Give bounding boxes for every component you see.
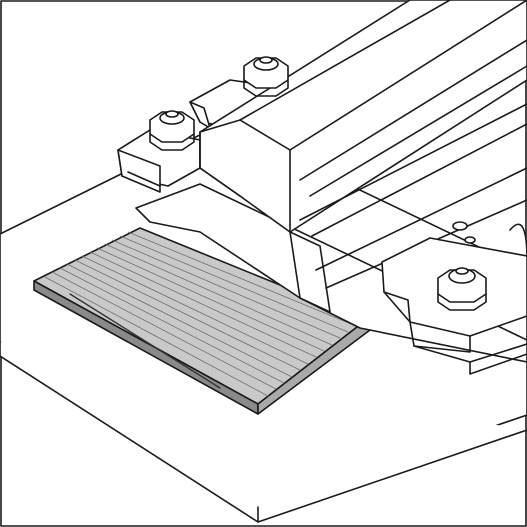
clamp-back-left	[117, 129, 201, 193]
bolt-hole	[452, 221, 468, 231]
bolt-nut-icon	[437, 267, 487, 311]
bolt-hole	[464, 236, 476, 244]
bolt-nut-icon	[149, 110, 195, 151]
elastic-pad	[33, 227, 371, 415]
bolt-nut-icon	[243, 56, 289, 97]
